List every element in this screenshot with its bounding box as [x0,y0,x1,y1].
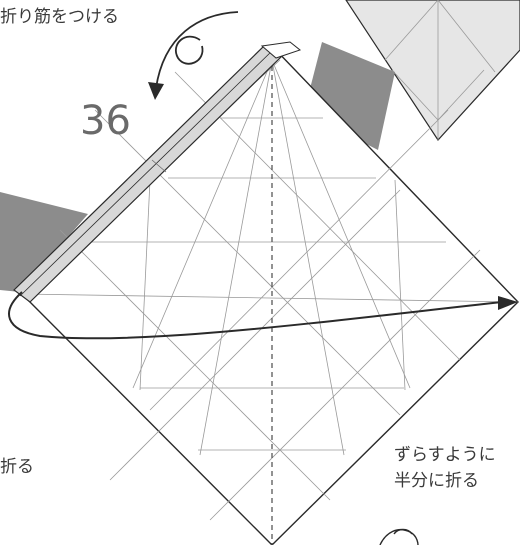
fold-arrow-icon [8,291,518,340]
instruction-offset-label-line1: ずらすように [394,445,496,465]
hand-icon [379,528,419,546]
instruction-fold-label: 折る [0,457,34,477]
instruction-offset-label-line2: 半分に折る [394,471,479,491]
previous-step-paper [345,0,520,141]
folded-flap [13,41,302,303]
rotate-arrow-icon [148,11,239,100]
step-number: 36 [80,98,131,144]
left-shadow [0,192,88,292]
instruction-crease-label: 折り筋をつける [0,7,119,27]
